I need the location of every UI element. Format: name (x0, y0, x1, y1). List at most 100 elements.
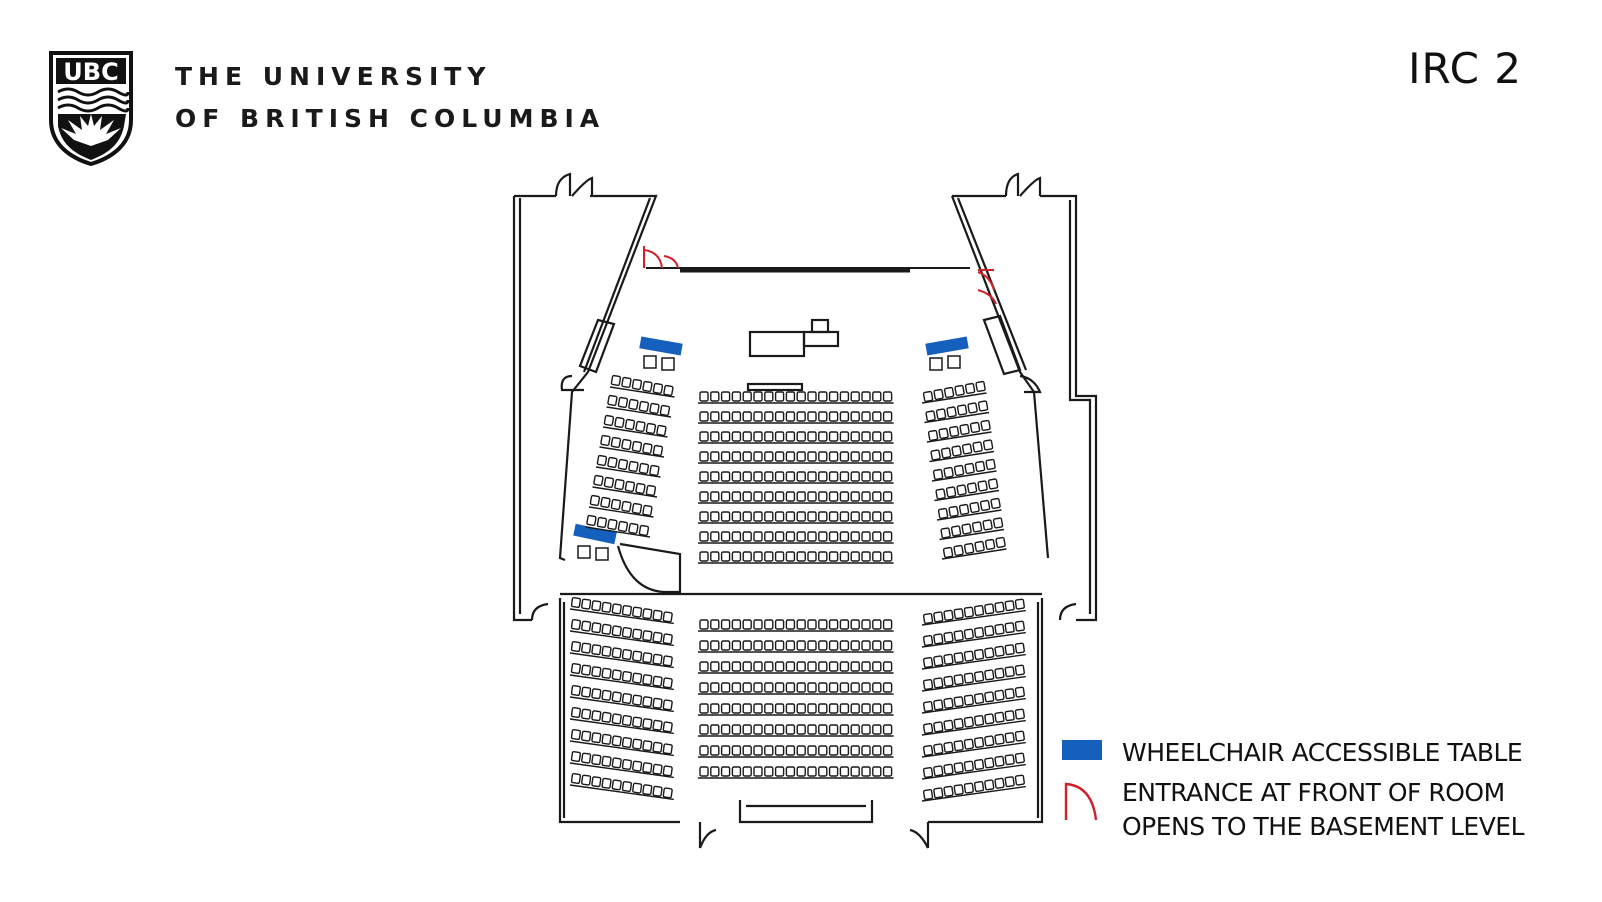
seat (742, 531, 752, 542)
seat (828, 531, 839, 542)
seat (807, 745, 817, 756)
seat (742, 745, 752, 756)
seat (621, 714, 633, 727)
seat (861, 640, 871, 651)
seat (720, 391, 731, 402)
seat (963, 650, 974, 662)
seat (649, 402, 660, 415)
seat (720, 531, 731, 542)
seat (796, 724, 806, 735)
seat (764, 431, 774, 442)
seat (943, 741, 954, 753)
seat (839, 511, 850, 522)
seat (872, 391, 882, 402)
seat (621, 780, 633, 793)
seat (984, 779, 995, 791)
seat (807, 511, 817, 522)
seat (774, 471, 785, 482)
seat (642, 718, 653, 730)
seat (753, 682, 763, 693)
seat (872, 766, 882, 777)
seat (742, 431, 752, 442)
seat (807, 682, 817, 693)
seat (662, 699, 673, 711)
seat (601, 755, 612, 767)
seat (731, 766, 742, 777)
seat (617, 458, 629, 471)
seat (969, 421, 981, 434)
seat (628, 460, 639, 473)
seat (839, 640, 850, 651)
seat (600, 496, 611, 509)
seat (1004, 644, 1015, 656)
seat (872, 640, 882, 651)
seat (994, 623, 1005, 635)
seat (785, 551, 796, 562)
seat-row-line (921, 763, 1026, 780)
seat (611, 647, 622, 659)
seat-row-line (602, 426, 668, 438)
seat (1014, 598, 1025, 610)
seat (963, 738, 974, 750)
seat (828, 745, 839, 756)
seat (635, 420, 646, 433)
seat (662, 655, 673, 667)
seat (785, 745, 796, 756)
seat (818, 619, 828, 630)
seat (828, 551, 839, 562)
seat (764, 682, 774, 693)
seat (992, 517, 1004, 529)
seat (850, 531, 860, 542)
seat (570, 750, 582, 763)
seat (742, 511, 752, 522)
seat (628, 398, 639, 411)
seat (710, 511, 720, 522)
seat (933, 699, 944, 711)
seat (861, 766, 871, 777)
seat (943, 785, 954, 797)
seat (922, 700, 934, 713)
seat (785, 431, 796, 442)
seat (710, 411, 720, 422)
seat (753, 391, 763, 402)
seat (973, 780, 985, 793)
seat (652, 741, 663, 753)
seat (621, 670, 633, 683)
seat-row-line (569, 696, 674, 713)
seat (570, 728, 582, 741)
seat (872, 491, 882, 502)
seat (953, 630, 964, 642)
seat (973, 626, 985, 639)
seat (753, 531, 763, 542)
seat (796, 431, 806, 442)
seat (753, 491, 763, 502)
accessible-tables (573, 336, 969, 561)
seat (581, 730, 592, 742)
seat (818, 491, 828, 502)
seat (945, 486, 957, 498)
seat (699, 511, 709, 522)
seat (753, 724, 763, 735)
seat (710, 619, 720, 630)
seat (601, 733, 612, 745)
seat (943, 609, 954, 621)
seat (861, 451, 871, 462)
seat (603, 414, 615, 427)
seat (973, 670, 985, 683)
seat (861, 491, 871, 502)
seat (699, 551, 709, 562)
seat (850, 411, 860, 422)
seat (596, 516, 608, 529)
seat (662, 633, 673, 645)
seat (953, 608, 964, 620)
seat (872, 724, 882, 735)
seat (662, 787, 673, 799)
seat (731, 451, 742, 462)
seat (1004, 688, 1015, 700)
seat (943, 719, 954, 731)
seat (742, 619, 752, 630)
seat (953, 674, 964, 686)
seat (774, 451, 785, 462)
seat (973, 736, 985, 749)
seat (753, 640, 763, 651)
